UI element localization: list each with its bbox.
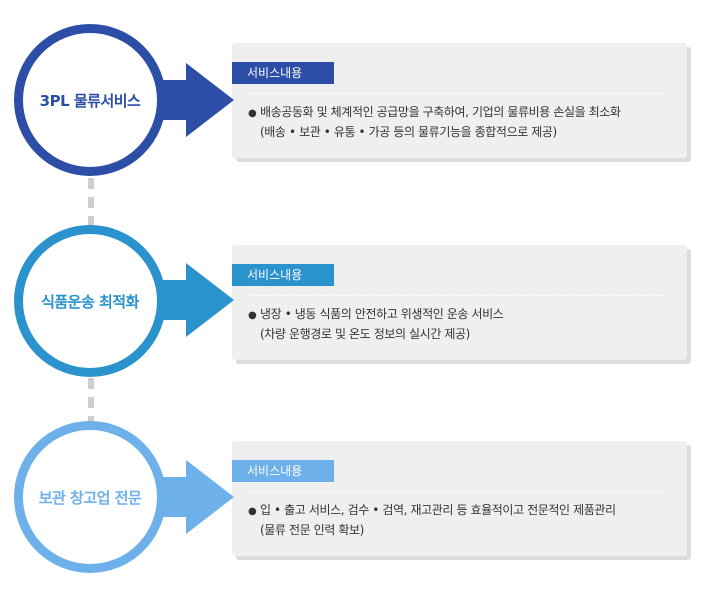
- bullet-icon: ●: [248, 108, 257, 119]
- description-line-2: (물류 전문 인력 확보): [260, 523, 364, 537]
- circle-title: 보관 창고업 전문: [38, 488, 142, 507]
- arrow-right-icon: [156, 63, 234, 137]
- connector-line-1: [88, 178, 94, 234]
- service-tag: 서비스내용: [232, 264, 334, 286]
- description-line-2: (배송 • 보관 • 유통 • 가공 등의 물류기능을 종합적으로 제공): [260, 125, 557, 139]
- arrow-right-icon: [156, 460, 234, 534]
- service-description: ●냉장 • 냉동 식품의 안전하고 위생적인 운송 서비스 (차량 운행경로 및…: [248, 305, 673, 343]
- bullet-icon: ●: [248, 506, 257, 517]
- service-tag: 서비스내용: [232, 62, 334, 84]
- circle-3pl-logistics: 3PL 물류서비스: [14, 24, 166, 176]
- description-line-2: (차량 운행경로 및 온도 정보의 실시간 제공): [260, 327, 470, 341]
- dashed-divider: [250, 295, 663, 296]
- description-line-1: 냉장 • 냉동 식품의 안전하고 위생적인 운송 서비스: [260, 307, 504, 321]
- arrow-right-icon: [156, 263, 234, 337]
- service-description: ●입 • 출고 서비스, 검수 • 검역, 재고관리 등 효율적이고 전문적인 …: [248, 501, 673, 539]
- circle-title: 3PL 물류서비스: [39, 91, 141, 110]
- bullet-icon: ●: [248, 310, 257, 321]
- circle-warehouse: 보관 창고업 전문: [14, 421, 166, 573]
- service-tag: 서비스내용: [232, 460, 334, 482]
- circle-food-transport: 식품운송 최적화: [14, 225, 166, 377]
- connector-line-2: [88, 378, 94, 428]
- circle-title: 식품운송 최적화: [41, 292, 139, 311]
- service-card-warehouse: 서비스내용 ●입 • 출고 서비스, 검수 • 검역, 재고관리 등 효율적이고…: [232, 441, 687, 556]
- description-line-1: 입 • 출고 서비스, 검수 • 검역, 재고관리 등 효율적이고 전문적인 제…: [260, 503, 616, 517]
- description-line-1: 배송공동화 및 체계적인 공급망을 구축하여, 기업의 물류비용 손실을 최소화: [260, 105, 621, 119]
- service-card-food: 서비스내용 ●냉장 • 냉동 식품의 안전하고 위생적인 운송 서비스 (차량 …: [232, 245, 687, 360]
- service-description: ●배송공동화 및 체계적인 공급망을 구축하여, 기업의 물류비용 손실을 최소…: [248, 103, 673, 141]
- dashed-divider: [250, 93, 663, 94]
- dashed-divider: [250, 491, 663, 492]
- service-card-3pl: 서비스내용 ●배송공동화 및 체계적인 공급망을 구축하여, 기업의 물류비용 …: [232, 43, 687, 158]
